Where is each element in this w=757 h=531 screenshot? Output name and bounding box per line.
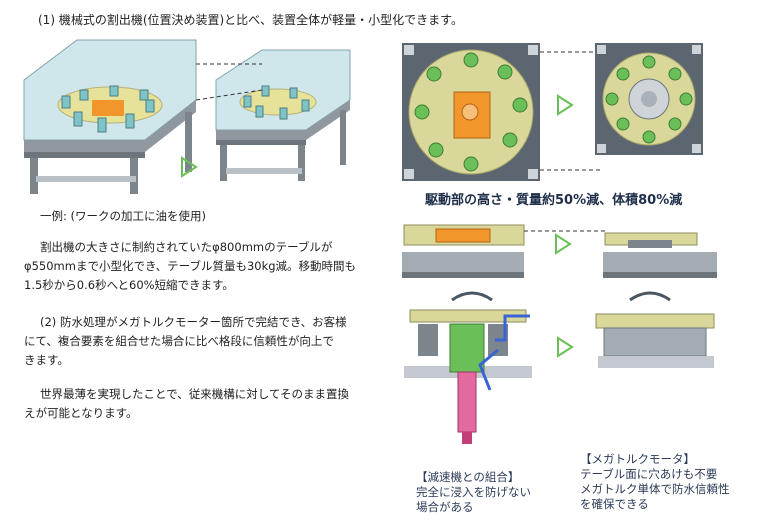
note-megatorque-line: テーブル面に穴あけも不要 xyxy=(580,467,718,481)
paragraph-1-line: 1.5秒から0.6秒へと60%短縮できます。 xyxy=(24,278,234,292)
note-reducer-line: 【減速機との組合】 xyxy=(416,470,520,484)
note-megatorque-line: メガトルク単体で防水信頼性 xyxy=(580,482,730,496)
note-reducer-line: 完全に浸入を防げない xyxy=(416,485,531,499)
paragraph-3-line: えが可能となります。 xyxy=(24,406,138,420)
top-view-large xyxy=(402,43,540,181)
note-megatorque-line: 【メガトルクモータ】 xyxy=(580,452,695,466)
paragraph-2-line: (2) 防水処理がメガトルクモーター箇所で完結でき、お客様 xyxy=(40,315,347,329)
large-machine xyxy=(23,39,197,194)
paragraph-2-line: にて、複合要素を組合せた場合に比べ格段に信頼性が向上で xyxy=(24,334,334,348)
top-view-compact xyxy=(595,43,703,155)
reducer-section xyxy=(404,291,532,444)
paragraph-3-line: 世界最薄を実現したことで、従来機構に対してそのまま置換 xyxy=(40,387,350,401)
drive-reduction-caption: 駆動部の高さ・質量約50%減、体積80%減 xyxy=(425,193,683,208)
note-reducer-line: 場合がある xyxy=(416,500,474,514)
section-heading: (1) 機械式の割出機(位置決め装置)と比べ、装置全体が軽量・小型化できます。 xyxy=(38,13,463,27)
paragraph-1-line: φ550mmまで小型化でき、テーブル質量も30kg減。移動時間も xyxy=(24,259,357,273)
note-megatorque-line: を確保できる xyxy=(580,497,649,511)
example-label: 一例: (ワークの加工に油を使用) xyxy=(40,209,207,223)
megatorque-section xyxy=(595,291,715,368)
compact-machine xyxy=(215,49,351,181)
paragraph-2-line: きます。 xyxy=(24,353,69,367)
paragraph-1-line: 割出機の大きさに制約されていたφ800mmのテーブルが xyxy=(40,240,333,254)
side-view-comparison xyxy=(402,224,717,278)
